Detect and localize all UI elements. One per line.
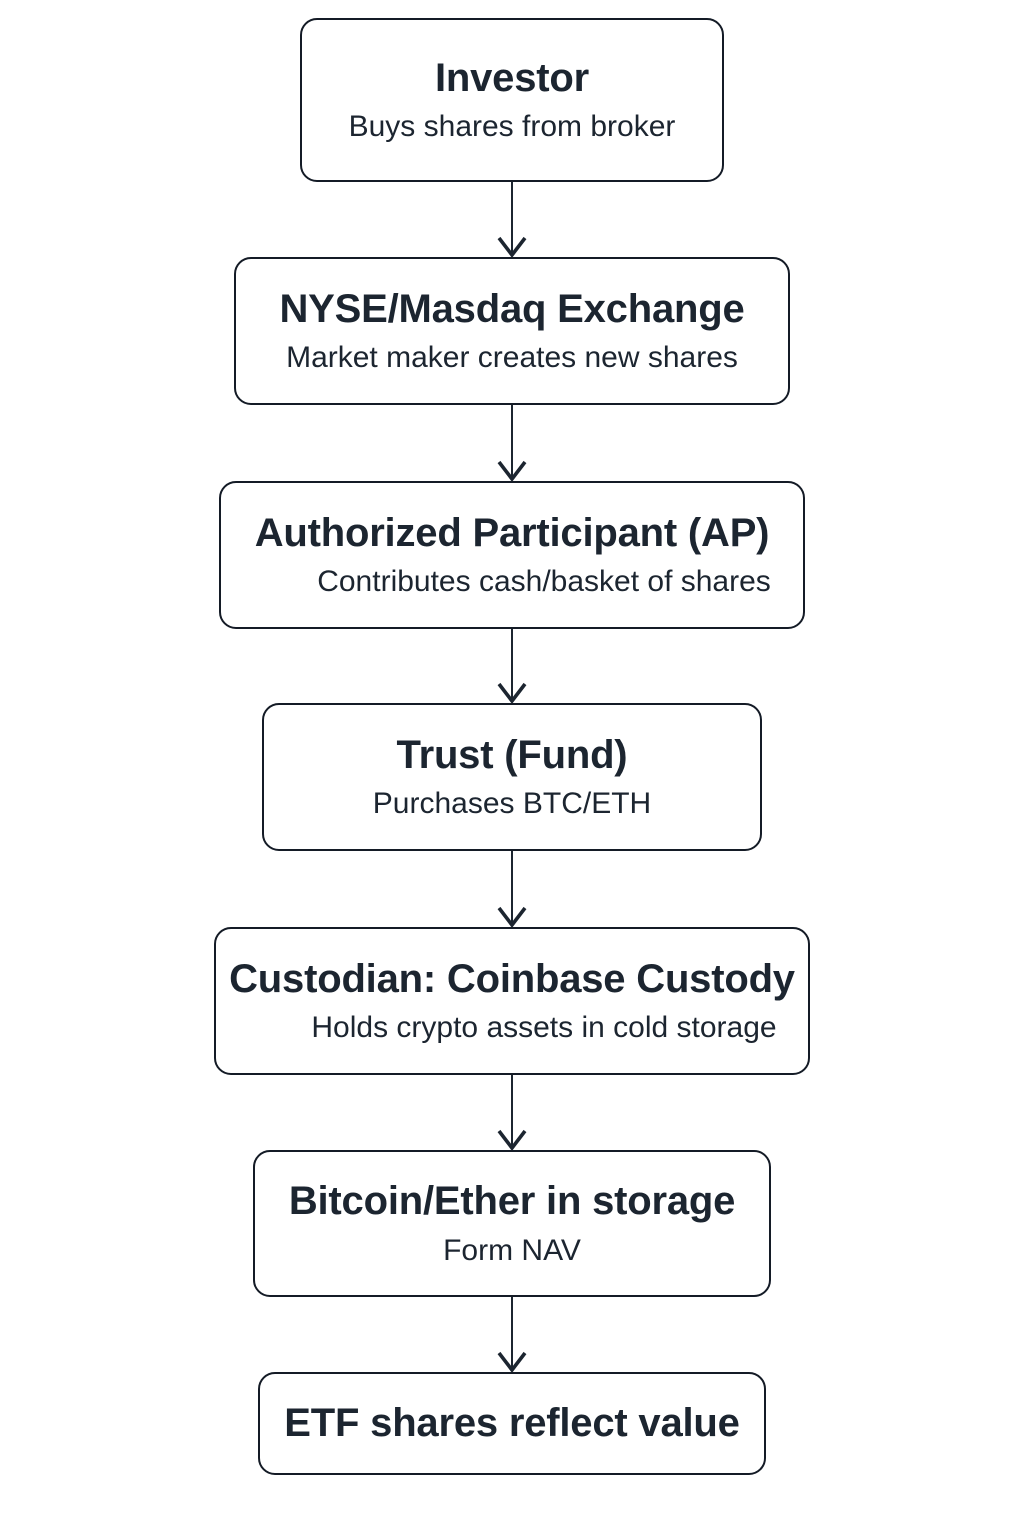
node-subtitle: Purchases BTC/ETH [372, 787, 652, 821]
arrow-down-icon [492, 1075, 532, 1150]
node-subtitle: Form NAV [443, 1233, 581, 1267]
node-title: Trust (Fund) [396, 732, 628, 777]
arrow-down-icon [492, 629, 532, 703]
flow-node-etf-value: ETF shares reflect value [258, 1372, 766, 1475]
node-title: Investor [434, 55, 589, 100]
flow-node-exchange: NYSE/Masdaq Exchange Market maker create… [234, 257, 790, 405]
node-title: Custodian: Coinbase Custody [229, 956, 795, 1001]
arrow-down-icon [492, 182, 532, 257]
node-title: NYSE/Masdaq Exchange [279, 286, 745, 331]
node-subtitle: Market maker creates new shares [286, 341, 738, 375]
node-title: ETF shares reflect value [284, 1400, 740, 1445]
flow-node-authorized-participant: Authorized Participant (AP) Contributes … [219, 481, 805, 629]
node-subtitle: Holds crypto assets in cold storage [311, 1011, 777, 1045]
node-title: Bitcoin/Ether in storage [288, 1179, 736, 1224]
flow-node-storage: Bitcoin/Ether in storage Form NAV [253, 1150, 771, 1297]
arrow-down-icon [492, 405, 532, 481]
node-subtitle: Contributes cash/basket of shares [317, 565, 771, 599]
arrow-down-icon [492, 1297, 532, 1372]
node-title: Authorized Participant (AP) [254, 510, 770, 555]
flow-node-trust: Trust (Fund) Purchases BTC/ETH [262, 703, 762, 851]
node-subtitle: Buys shares from broker [348, 110, 676, 144]
flow-node-custodian: Custodian: Coinbase Custody Holds crypto… [214, 927, 810, 1075]
arrow-down-icon [492, 851, 532, 927]
flow-node-investor: Investor Buys shares from broker [300, 18, 724, 182]
